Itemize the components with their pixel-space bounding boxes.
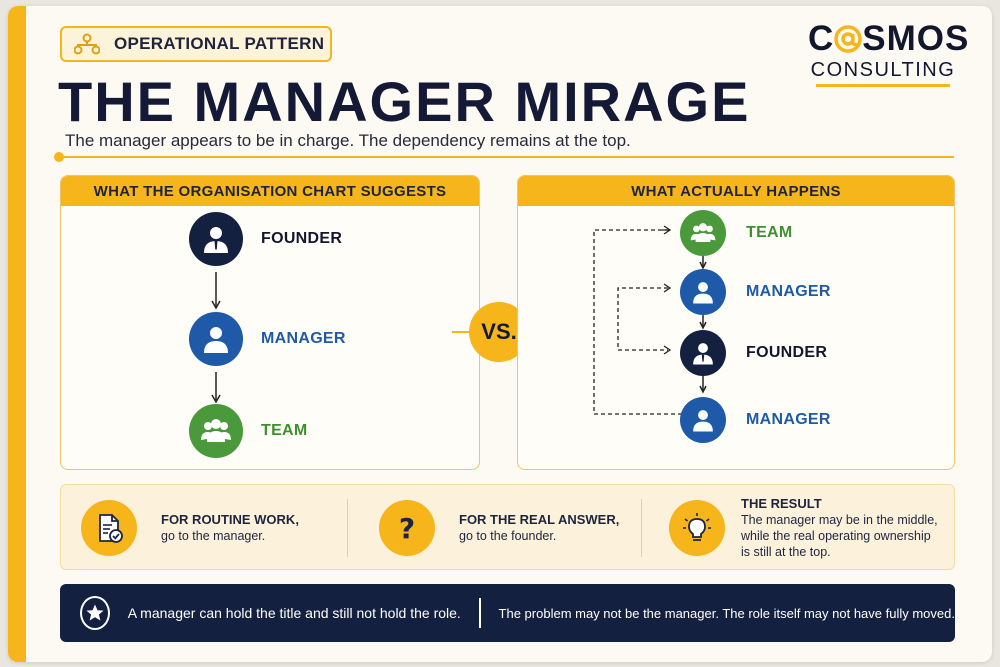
reality-node-team: TEAM (680, 210, 793, 256)
vs-connector-left (452, 331, 480, 333)
takeaway-banner: A manager can hold the title and still n… (60, 584, 955, 642)
org-node-team: TEAM (189, 404, 308, 458)
brand-underline (816, 84, 950, 87)
team-icon (189, 404, 243, 458)
question-mark-icon: ? (379, 500, 435, 556)
team-icon (680, 210, 726, 256)
pattern-tag-label: OPERATIONAL PATTERN (114, 34, 325, 53)
org-chart-heading: WHAT THE ORGANISATION CHART SUGGESTS (61, 176, 479, 206)
insight-text: FOR THE REAL ANSWER, go to the founder. (459, 512, 620, 543)
manager-icon (680, 397, 726, 443)
arrow-down (211, 372, 221, 404)
founder-icon (680, 330, 726, 376)
brand-wordmark: C SMOS (808, 19, 970, 58)
reality-heading: WHAT ACTUALLY HAPPENS (518, 176, 954, 206)
divider (347, 499, 348, 557)
reality-node-label: MANAGER (746, 283, 831, 300)
page-title: THE MANAGER MIRAGE (58, 70, 751, 133)
takeaway-primary: A manager can hold the title and still n… (127, 605, 461, 621)
svg-text:?: ? (399, 512, 415, 545)
brand-subtitle: CONSULTING (810, 59, 956, 81)
network-icon (74, 33, 100, 55)
manager-icon (189, 312, 243, 366)
document-check-icon (81, 500, 137, 556)
accent-bar (8, 6, 26, 662)
reality-node-label: MANAGER (746, 411, 831, 428)
dependency-arrows (593, 225, 707, 415)
insight-real-answer: ? FOR THE REAL ANSWER, go to the founder… (379, 485, 619, 571)
takeaway-secondary: The problem may not be the manager. The … (498, 605, 955, 621)
insight-result: THE RESULT The manager may be in the mid… (669, 485, 938, 571)
insight-routine-work: FOR ROUTINE WORK, go to the manager. (81, 485, 299, 571)
org-node-label: TEAM (261, 422, 308, 439)
org-node-label: MANAGER (261, 330, 346, 347)
manager-icon (680, 269, 726, 315)
org-chart-panel: WHAT THE ORGANISATION CHART SUGGESTS FOU… (60, 175, 480, 470)
reality-node-label: TEAM (746, 224, 793, 241)
reality-node-founder: FOUNDER (680, 330, 827, 376)
lightbulb-icon (669, 500, 725, 556)
pattern-tag: OPERATIONAL PATTERN (60, 26, 332, 62)
star-icon (80, 596, 110, 630)
org-node-manager: MANAGER (189, 312, 346, 366)
reality-node-manager: MANAGER (680, 269, 831, 315)
reality-node-label: FOUNDER (746, 344, 828, 361)
takeaway-separator (478, 598, 481, 628)
subtitle-rule (58, 156, 954, 158)
divider (641, 499, 642, 557)
page-subtitle: The manager appears to be in charge. The… (65, 131, 631, 150)
at-sign-icon (834, 25, 863, 53)
infographic: OPERATIONAL PATTERN C SMOS CONSULTING TH… (8, 6, 992, 662)
reality-node-manager-bottom: MANAGER (680, 397, 831, 443)
arrow-down (211, 272, 221, 310)
org-node-founder: FOUNDER (189, 212, 342, 266)
reality-panel: WHAT ACTUALLY HAPPENS TEAM MANAGER (517, 175, 955, 470)
insight-text: THE RESULT The manager may be in the mid… (741, 496, 938, 559)
founder-icon (189, 212, 243, 266)
org-node-label: FOUNDER (261, 230, 343, 247)
insight-text: FOR ROUTINE WORK, go to the manager. (161, 512, 299, 543)
insight-band: FOR ROUTINE WORK, go to the manager. ? F… (60, 484, 955, 570)
brand-logo: C SMOS CONSULTING (808, 19, 970, 87)
